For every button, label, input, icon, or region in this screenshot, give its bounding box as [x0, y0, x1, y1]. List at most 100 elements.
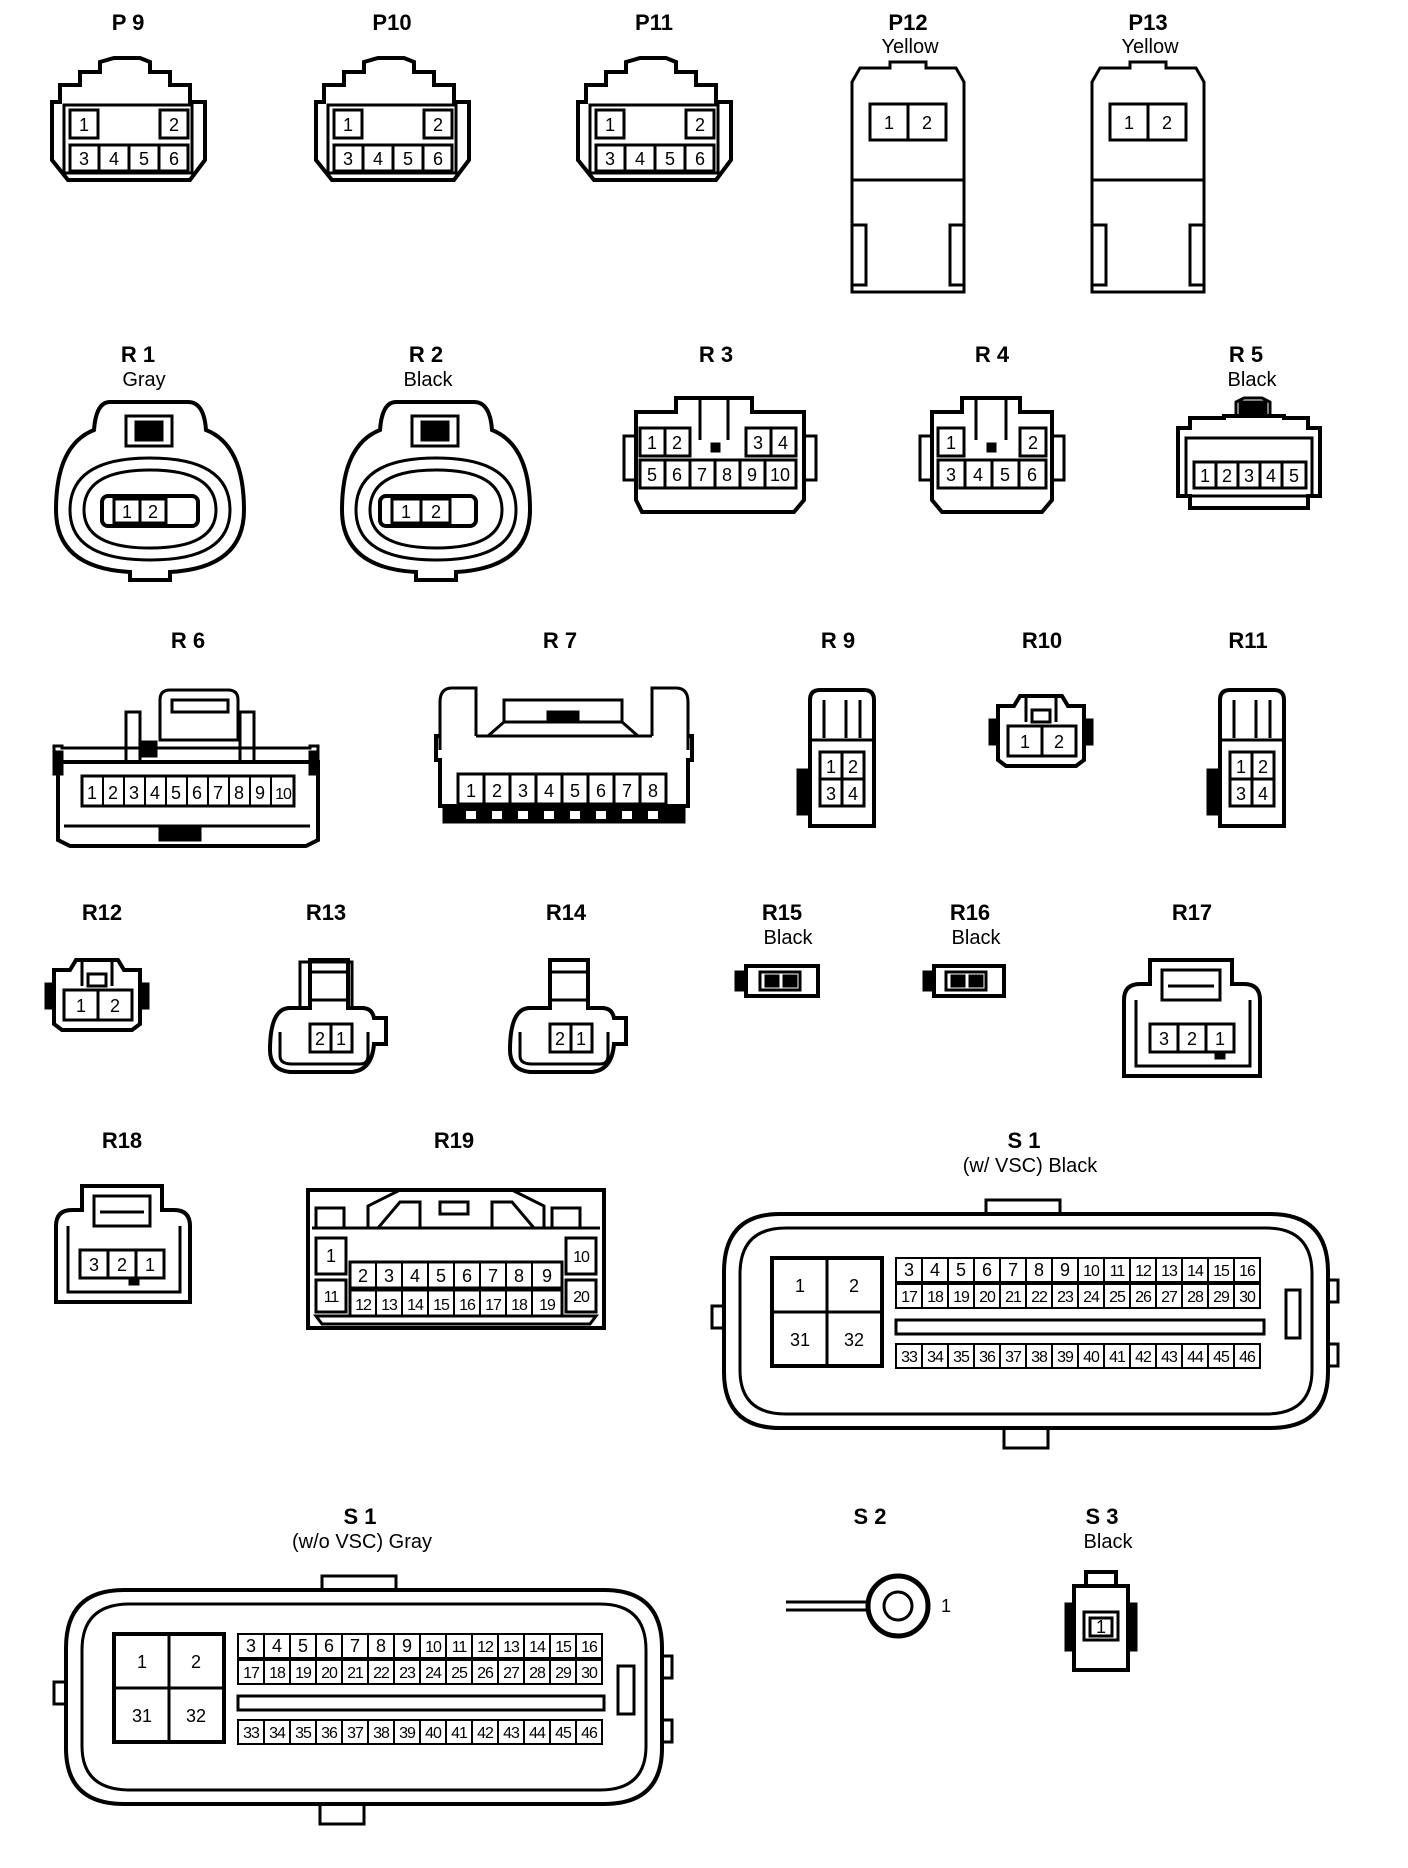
- svg-text:3: 3: [89, 1255, 99, 1275]
- pin-number: 33: [243, 1725, 260, 1742]
- svg-text:2: 2: [108, 783, 118, 803]
- svg-text:6: 6: [1027, 465, 1037, 485]
- pin-number: 5: [956, 1260, 966, 1280]
- pin-number: 38: [373, 1725, 390, 1742]
- svg-text:5: 5: [403, 149, 413, 169]
- connector-r6: R 6 1 2 3 4 5 6 7 8 9 10: [52, 628, 320, 848]
- pin-number: 8: [376, 1636, 386, 1656]
- svg-text:2: 2: [849, 1276, 859, 1296]
- svg-text:2: 2: [555, 1029, 565, 1049]
- svg-text:3: 3: [518, 781, 528, 801]
- svg-text:1: 1: [605, 115, 615, 135]
- svg-text:4: 4: [1266, 466, 1276, 486]
- svg-text:6: 6: [695, 149, 705, 169]
- pin-number: 40: [1083, 1349, 1100, 1366]
- svg-text:1: 1: [79, 115, 89, 135]
- svg-text:2: 2: [1222, 466, 1232, 486]
- svg-text:32: 32: [186, 1706, 206, 1726]
- connector-label: R13: [306, 900, 346, 925]
- svg-text:6: 6: [596, 781, 606, 801]
- connector-r19: R19 1 10 11 20 2 3 4 5 6 7 8 9 12 13 14 …: [306, 1128, 606, 1330]
- pin-number: 46: [581, 1725, 598, 1742]
- pin-number: 27: [1161, 1289, 1178, 1306]
- pin-number: 4: [272, 1636, 282, 1656]
- svg-text:9: 9: [747, 465, 757, 485]
- connector-label: P 9: [112, 10, 145, 35]
- pin-box: [68, 108, 100, 140]
- svg-text:9: 9: [542, 1266, 552, 1286]
- svg-text:4: 4: [973, 465, 983, 485]
- svg-text:1: 1: [826, 757, 836, 777]
- svg-text:1: 1: [647, 433, 657, 453]
- pin-number: 19: [295, 1665, 312, 1682]
- connector-label: R11: [1228, 628, 1267, 653]
- pin-number: 28: [529, 1665, 546, 1682]
- svg-text:4: 4: [1258, 784, 1268, 804]
- pin-number: 34: [269, 1725, 286, 1742]
- pin-number: 42: [477, 1725, 494, 1742]
- connector-variant: (w/ VSC) Black: [963, 1155, 1098, 1177]
- pin-number: 39: [1057, 1349, 1074, 1366]
- svg-text:7: 7: [622, 781, 632, 801]
- connector-r1: R 1 Gray 1 2: [53, 342, 247, 582]
- connector-p12: P12 Yellow 1 2: [850, 10, 966, 294]
- svg-text:4: 4: [373, 149, 383, 169]
- connector-label: R 5: [1229, 342, 1263, 367]
- pin-number: 20: [321, 1665, 338, 1682]
- svg-text:4: 4: [109, 149, 119, 169]
- svg-text:3: 3: [1244, 466, 1254, 486]
- connector-p10: P10 1 2 3 4 5 6: [314, 10, 471, 182]
- svg-text:1: 1: [946, 433, 956, 453]
- svg-text:8: 8: [648, 781, 658, 801]
- svg-text:4: 4: [150, 783, 160, 803]
- pin-number: 41: [1109, 1349, 1126, 1366]
- pin-number: 12: [1135, 1263, 1152, 1280]
- connector-variant: (w/o VSC) Gray: [292, 1531, 432, 1553]
- svg-text:1: 1: [122, 502, 132, 522]
- svg-text:8: 8: [722, 465, 732, 485]
- connector-label: P13: [1128, 10, 1167, 35]
- svg-text:2: 2: [191, 1652, 201, 1672]
- svg-text:1: 1: [336, 1029, 346, 1049]
- pin-number: 29: [555, 1665, 572, 1682]
- pin-number: 7: [350, 1636, 360, 1656]
- pin-number: 45: [1213, 1349, 1230, 1366]
- connector-r18: R18 3 2 1: [54, 1128, 192, 1304]
- pin-number: 41: [451, 1725, 468, 1742]
- connector-label: R 3: [699, 342, 733, 367]
- pin-number: 8: [1034, 1260, 1044, 1280]
- pin-number: 14: [1187, 1263, 1204, 1280]
- pin-number: 3: [904, 1260, 914, 1280]
- connector-label: R19: [434, 1128, 474, 1153]
- svg-text:1: 1: [576, 1029, 586, 1049]
- pin-number: 33: [901, 1349, 918, 1366]
- pin-number: 11: [452, 1639, 468, 1656]
- connector-r15: R15 Black: [734, 900, 820, 998]
- svg-text:6: 6: [169, 149, 179, 169]
- connector-label: R 1: [121, 342, 155, 367]
- svg-text:2: 2: [431, 502, 441, 522]
- connector-color: Black: [404, 369, 454, 391]
- svg-text:4: 4: [635, 149, 645, 169]
- pin-number: 25: [451, 1665, 468, 1682]
- svg-text:2: 2: [922, 113, 932, 133]
- svg-text:4: 4: [778, 433, 788, 453]
- connector-color: Yellow: [1121, 36, 1179, 58]
- pin-number: 36: [321, 1725, 338, 1742]
- pin-number: 6: [324, 1636, 334, 1656]
- svg-text:18: 18: [511, 1297, 528, 1314]
- pin-number: 17: [243, 1665, 260, 1682]
- svg-text:7: 7: [213, 783, 223, 803]
- svg-text:2: 2: [358, 1266, 368, 1286]
- connector-label: R 4: [975, 342, 1010, 367]
- svg-text:10: 10: [770, 465, 790, 485]
- svg-text:2: 2: [695, 115, 705, 135]
- connector-r14: R14 2 1: [507, 900, 628, 1074]
- connector-color: Black: [952, 927, 1002, 949]
- svg-text:1: 1: [137, 1652, 147, 1672]
- connector-label: P11: [635, 10, 673, 35]
- svg-text:3: 3: [1159, 1029, 1169, 1049]
